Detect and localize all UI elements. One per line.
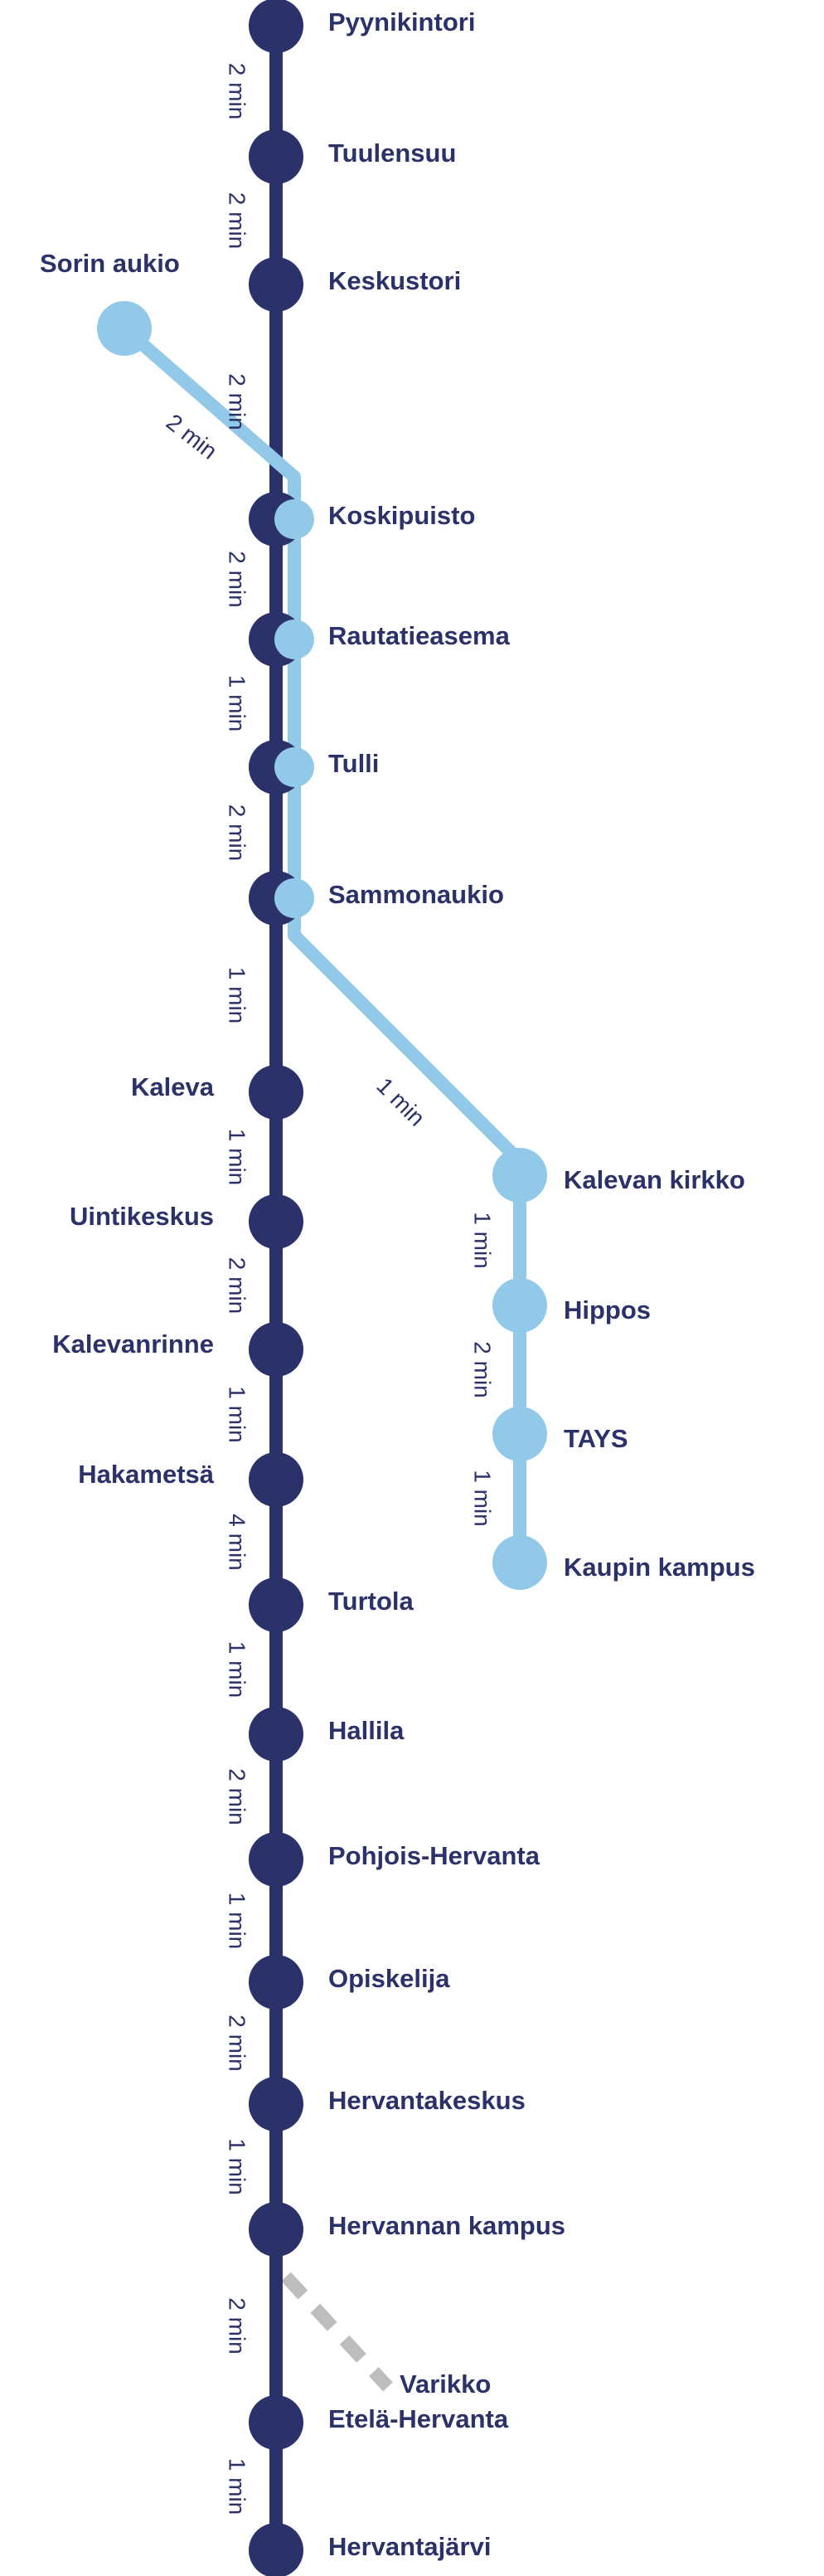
branch-station-marker-tulli xyxy=(274,747,314,787)
travel-time-label: 2 min xyxy=(225,63,250,119)
station-marker-hakametsa xyxy=(249,1452,303,1507)
station-label-opiskelija: Opiskelija xyxy=(328,1964,450,1993)
travel-time-label: 2 min xyxy=(225,804,250,861)
station-label-hervantakeskus: Hervantakeskus xyxy=(328,2086,526,2115)
station-label-uintikeskus: Uintikeskus xyxy=(70,1202,214,1231)
station-marker-sorin-aukio xyxy=(97,301,152,356)
station-label-kaupin-kampus: Kaupin kampus xyxy=(564,1553,755,1582)
station-label-pyynikintori: Pyynikintori xyxy=(328,7,475,36)
route-lines xyxy=(119,26,526,2550)
travel-time-label: 2 min xyxy=(225,373,250,430)
travel-time-label: 1 min xyxy=(225,1641,250,1698)
depot-spur-line xyxy=(281,2272,393,2392)
travel-time-label: 1 min xyxy=(225,1893,250,1949)
station-markers xyxy=(97,0,547,2576)
branch-station-marker-koskipuisto xyxy=(274,499,314,539)
station-marker-hippos xyxy=(492,1278,547,1333)
station-label-sammonaukio: Sammonaukio xyxy=(328,880,504,909)
station-label-kalevan-kirkko: Kalevan kirkko xyxy=(564,1165,745,1194)
station-label-hakametsa: Hakametsä xyxy=(78,1460,214,1489)
station-label-hervannan-kampus: Hervannan kampus xyxy=(328,2211,565,2240)
text-labels: PyynikintoriTuulensuuKeskustoriKoskipuis… xyxy=(40,7,755,2561)
travel-time-label: 4 min xyxy=(225,1514,250,1570)
travel-time-label: 1 min xyxy=(470,1212,496,1268)
travel-time-label: 2 min xyxy=(225,1768,250,1825)
branch-station-marker-rautatieasema xyxy=(274,620,314,659)
travel-time-label: 2 min xyxy=(225,2297,250,2354)
station-label-etela-hervanta: Etelä-Hervanta xyxy=(328,2404,509,2433)
station-marker-etela-hervanta xyxy=(249,2395,303,2450)
station-marker-hallila xyxy=(249,1707,303,1762)
travel-time-label: 1 min xyxy=(225,2138,250,2194)
travel-time-label: 2 min xyxy=(225,1257,250,1314)
station-marker-uintikeskus xyxy=(249,1194,303,1249)
station-label-hippos: Hippos xyxy=(564,1295,651,1324)
station-label-sorin-aukio: Sorin aukio xyxy=(40,249,180,278)
station-label-koskipuisto: Koskipuisto xyxy=(328,501,475,530)
travel-time-label: 1 min xyxy=(371,1072,429,1130)
station-marker-turtola xyxy=(249,1577,303,1632)
travel-time-label: 2 min xyxy=(225,2015,250,2071)
station-label-tays: TAYS xyxy=(564,1424,628,1453)
travel-time-label: 1 min xyxy=(225,1129,250,1185)
station-marker-tuulensuu xyxy=(249,129,303,184)
station-label-kaleva: Kaleva xyxy=(131,1072,215,1101)
station-marker-kalevan-kirkko xyxy=(492,1148,547,1203)
station-marker-hervannan-kampus xyxy=(249,2202,303,2257)
travel-time-label: 2 min xyxy=(470,1341,496,1397)
station-label-keskustori: Keskustori xyxy=(328,266,461,295)
travel-time-label: 1 min xyxy=(225,675,250,731)
station-marker-hervantakeskus xyxy=(249,2077,303,2131)
station-label-tuulensuu: Tuulensuu xyxy=(328,139,456,168)
station-marker-hervantajarvi xyxy=(249,2523,303,2576)
station-marker-kalevanrinne xyxy=(249,1322,303,1377)
station-label-pohjois-hervanta: Pohjois-Hervanta xyxy=(328,1841,540,1870)
station-marker-kaupin-kampus xyxy=(492,1535,547,1590)
station-label-hervantajarvi: Hervantajärvi xyxy=(328,2532,491,2561)
branch-station-marker-sammonaukio xyxy=(274,878,314,918)
station-marker-pyynikintori xyxy=(249,0,303,53)
travel-time-label: 1 min xyxy=(470,1470,496,1526)
station-label-rautatieasema: Rautatieasema xyxy=(328,621,511,650)
travel-time-label: 2 min xyxy=(162,409,222,464)
station-marker-pohjois-hervanta xyxy=(249,1832,303,1887)
travel-time-label: 1 min xyxy=(225,967,250,1023)
travel-time-label: 2 min xyxy=(225,192,250,249)
station-marker-opiskelija xyxy=(249,1955,303,2010)
depot-label-varikko: Varikko xyxy=(400,2369,491,2399)
travel-time-label: 1 min xyxy=(225,2458,250,2515)
station-label-hallila: Hallila xyxy=(328,1716,405,1745)
station-marker-tays xyxy=(492,1407,547,1461)
travel-time-label: 1 min xyxy=(225,1386,250,1442)
station-label-turtola: Turtola xyxy=(328,1587,414,1616)
travel-time-label: 2 min xyxy=(225,551,250,607)
station-label-kalevanrinne: Kalevanrinne xyxy=(52,1329,214,1358)
station-marker-keskustori xyxy=(249,257,303,312)
station-label-tulli: Tulli xyxy=(328,749,379,778)
station-marker-kaleva xyxy=(249,1065,303,1120)
